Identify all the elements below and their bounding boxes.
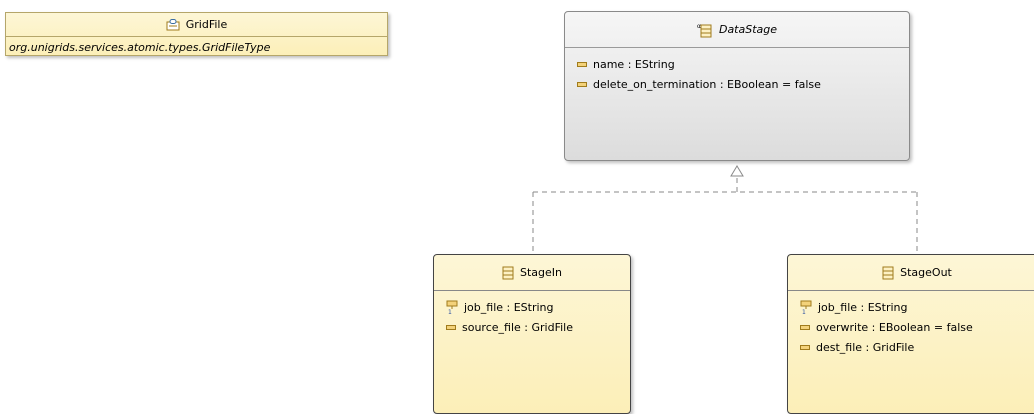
stagein-class[interactable]: StageIn 1 job_file : EString source_file…: [433, 254, 631, 414]
svg-text:1: 1: [448, 309, 452, 314]
gridfile-title: GridFile: [185, 18, 228, 31]
datastage-attributes: name : EString delete_on_termination : E…: [565, 48, 909, 94]
class-icon: [502, 266, 514, 279]
gridfile-datatype[interactable]: GridFile org.unigrids.services.atomic.ty…: [5, 12, 388, 56]
attribute-icon: [577, 81, 587, 87]
attribute-label: job_file : EString: [464, 300, 554, 314]
datatype-icon: [166, 18, 180, 30]
abstract-class-icon: α: [697, 23, 712, 37]
id-attribute-icon: 1: [800, 300, 812, 314]
attribute-icon: [446, 324, 456, 330]
attribute-row[interactable]: dest_file : GridFile: [800, 337, 1034, 357]
attribute-icon: [800, 324, 810, 330]
generalization-arrowhead: [730, 165, 744, 177]
inheritance-connectors: [532, 165, 918, 254]
stageout-header: StageOut: [788, 255, 1034, 291]
datastage-title: DataStage: [718, 23, 778, 36]
stageout-attributes: 1 job_file : EString overwrite : EBoolea…: [788, 291, 1034, 357]
attribute-row[interactable]: 1 job_file : EString: [446, 297, 624, 317]
attribute-label: source_file : GridFile: [462, 320, 573, 334]
stageout-title: StageOut: [900, 266, 952, 279]
stagein-title: StageIn: [519, 266, 562, 279]
attribute-label: delete_on_termination : EBoolean = false: [593, 77, 821, 91]
attribute-row[interactable]: 1 job_file : EString: [800, 297, 1034, 317]
attribute-icon: [800, 344, 810, 350]
attribute-label: dest_file : GridFile: [816, 340, 915, 354]
stagein-attributes: 1 job_file : EString source_file : GridF…: [434, 291, 630, 337]
attribute-label: job_file : EString: [818, 300, 908, 314]
stageout-class[interactable]: StageOut 1 job_file : EString overwrite …: [787, 254, 1034, 414]
attribute-label: overwrite : EBoolean = false: [816, 320, 973, 334]
svg-text:1: 1: [802, 309, 806, 314]
datastage-header: α DataStage: [565, 12, 909, 48]
attribute-label: name : EString: [593, 57, 675, 71]
datastage-abstract-class[interactable]: α DataStage name : EString delete_on_ter…: [564, 11, 910, 161]
id-attribute-icon: 1: [446, 300, 458, 314]
attribute-row[interactable]: name : EString: [577, 54, 903, 74]
class-icon: [882, 266, 894, 279]
gridfile-instance-type: org.unigrids.services.atomic.types.GridF…: [9, 41, 271, 54]
attribute-row[interactable]: delete_on_termination : EBoolean = false: [577, 74, 903, 94]
stagein-header: StageIn: [434, 255, 630, 291]
attribute-row[interactable]: source_file : GridFile: [446, 317, 624, 337]
svg-text:α: α: [697, 23, 701, 30]
attribute-row[interactable]: overwrite : EBoolean = false: [800, 317, 1034, 337]
gridfile-header: GridFile: [6, 13, 387, 37]
attribute-icon: [577, 61, 587, 67]
